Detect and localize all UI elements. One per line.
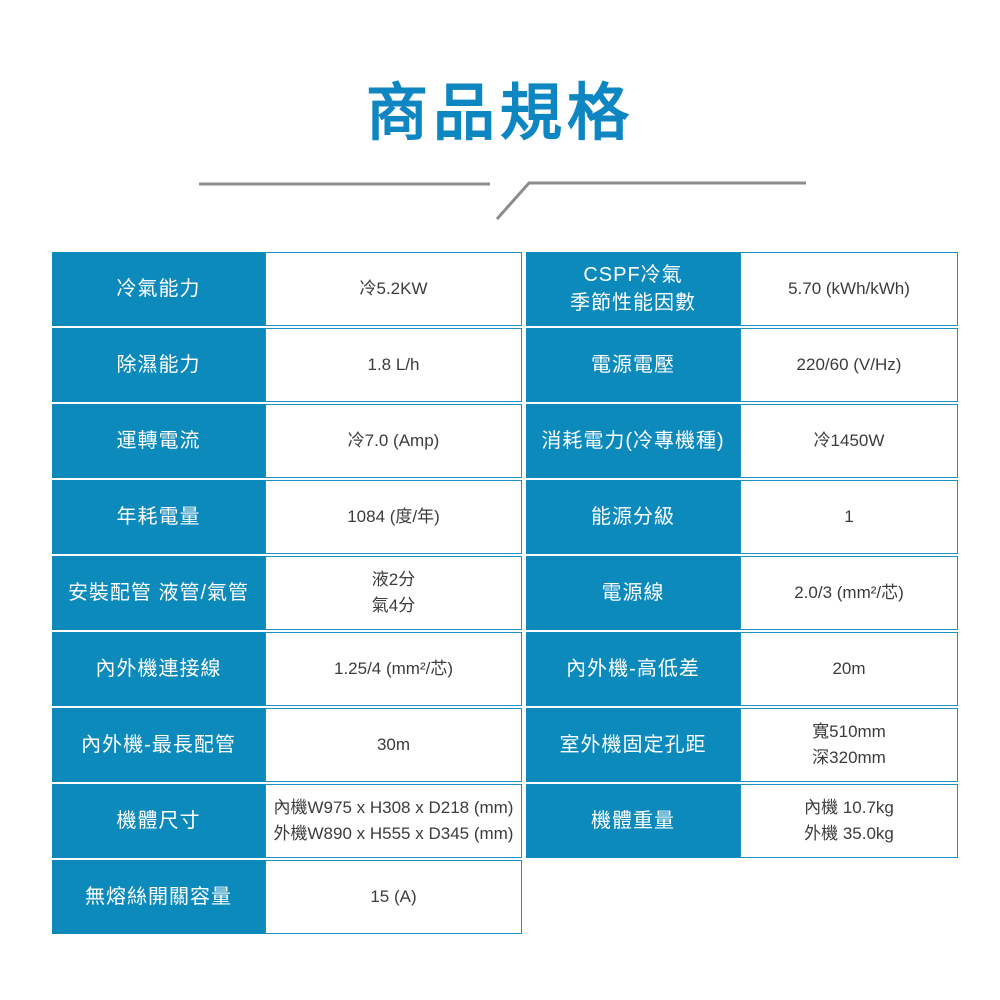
spec-label: 內外機-高低差 — [526, 632, 740, 706]
spec-label: 除濕能力 — [52, 328, 265, 402]
spec-label: 無熔絲開關容量 — [52, 860, 265, 934]
spec-table-left: 冷氣能力 冷5.2KW 除濕能力 1.8 L/h 運轉電流 冷7.0 (Amp)… — [52, 252, 522, 934]
spec-label: 運轉電流 — [52, 404, 265, 478]
spec-label: 機體重量 — [526, 784, 740, 858]
spec-value: 20m — [740, 632, 958, 706]
table-row: CSPF冷氣 季節性能因數 5.70 (kWh/kWh) — [526, 252, 958, 326]
table-row: 年耗電量 1084 (度/年) — [52, 480, 522, 554]
spec-label: 電源線 — [526, 556, 740, 630]
spec-value: 冷7.0 (Amp) — [265, 404, 522, 478]
table-row: 電源電壓 220/60 (V/Hz) — [526, 328, 958, 402]
spec-tables: 冷氣能力 冷5.2KW 除濕能力 1.8 L/h 運轉電流 冷7.0 (Amp)… — [52, 252, 958, 934]
table-row: 內外機連接線 1.25/4 (mm²/芯) — [52, 632, 522, 706]
spec-value: 內機W975 x H308 x D218 (mm) 外機W890 x H555 … — [265, 784, 522, 858]
table-row: 電源線 2.0/3 (mm²/芯) — [526, 556, 958, 630]
table-row: 冷氣能力 冷5.2KW — [52, 252, 522, 326]
spec-value: 1.25/4 (mm²/芯) — [265, 632, 522, 706]
spec-value: 冷1450W — [740, 404, 958, 478]
spec-value: 寬510mm 深320mm — [740, 708, 958, 782]
spec-value: 1 — [740, 480, 958, 554]
table-row: 內外機-高低差 20m — [526, 632, 958, 706]
spec-label: 室外機固定孔距 — [526, 708, 740, 782]
table-row: 消耗電力(冷專機種) 冷1450W — [526, 404, 958, 478]
spec-value: 15 (A) — [265, 860, 522, 934]
spec-value: 2.0/3 (mm²/芯) — [740, 556, 958, 630]
table-row: 能源分級 1 — [526, 480, 958, 554]
spec-value: 30m — [265, 708, 522, 782]
spec-label: 冷氣能力 — [52, 252, 265, 326]
spec-label: 機體尺寸 — [52, 784, 265, 858]
spec-label: 內外機-最長配管 — [52, 708, 265, 782]
spec-label: 安裝配管 液管/氣管 — [52, 556, 265, 630]
spec-value: 液2分 氣4分 — [265, 556, 522, 630]
page-title: 商品規格 — [365, 79, 634, 148]
spec-value: 1.8 L/h — [265, 328, 522, 402]
table-row: 機體重量 內機 10.7kg 外機 35.0kg — [526, 784, 958, 858]
spec-value: 內機 10.7kg 外機 35.0kg — [740, 784, 958, 858]
spec-label: 能源分級 — [526, 480, 740, 554]
spec-label: 內外機連接線 — [52, 632, 265, 706]
table-row: 除濕能力 1.8 L/h — [52, 328, 522, 402]
spec-label: 年耗電量 — [52, 480, 265, 554]
table-row: 機體尺寸 內機W975 x H308 x D218 (mm) 外機W890 x … — [52, 784, 522, 858]
title-divider — [199, 181, 806, 220]
table-row: 無熔絲開關容量 15 (A) — [52, 860, 522, 934]
spec-value: 220/60 (V/Hz) — [740, 328, 958, 402]
spec-value: 5.70 (kWh/kWh) — [740, 252, 958, 326]
spec-label: CSPF冷氣 季節性能因數 — [526, 252, 740, 326]
spec-table-right: CSPF冷氣 季節性能因數 5.70 (kWh/kWh) 電源電壓 220/60… — [526, 252, 958, 858]
spec-label: 消耗電力(冷專機種) — [526, 404, 740, 478]
table-row: 運轉電流 冷7.0 (Amp) — [52, 404, 522, 478]
table-row: 安裝配管 液管/氣管 液2分 氣4分 — [52, 556, 522, 630]
table-row: 室外機固定孔距 寬510mm 深320mm — [526, 708, 958, 782]
spec-value: 1084 (度/年) — [265, 480, 522, 554]
table-row: 內外機-最長配管 30m — [52, 708, 522, 782]
spec-value: 冷5.2KW — [265, 252, 522, 326]
spec-label: 電源電壓 — [526, 328, 740, 402]
